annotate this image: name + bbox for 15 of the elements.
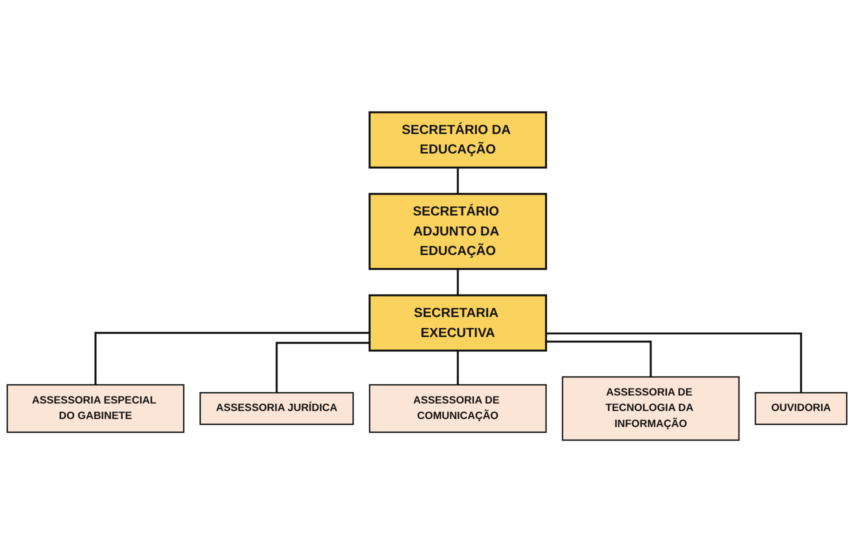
connector	[546, 340, 652, 377]
node-box: ASSESSORIA ESPECIAL DO GABINETE	[6, 384, 184, 433]
node-box: SECRETÁRIO DA EDUCAÇÃO	[368, 111, 548, 168]
connector	[456, 349, 459, 385]
connector	[456, 166, 459, 194]
node-box: SECRETARIA EXECUTIVA	[368, 294, 548, 352]
node-box: ASSESSORIA DE COMUNICAÇÃO	[368, 384, 547, 433]
node-box: SECRETÁRIO ADJUNTO DA EDUCAÇÃO	[368, 192, 548, 270]
connector	[546, 332, 802, 393]
connector	[456, 268, 459, 296]
node-box: OUVIDORIA	[754, 392, 848, 425]
connector	[94, 332, 370, 385]
node-box: ASSESSORIA JURÍDICA	[200, 392, 354, 425]
node-box: ASSESSORIA DE TECNOLOGIA DA INFORMAÇÃO	[562, 376, 740, 441]
connector	[276, 342, 370, 393]
